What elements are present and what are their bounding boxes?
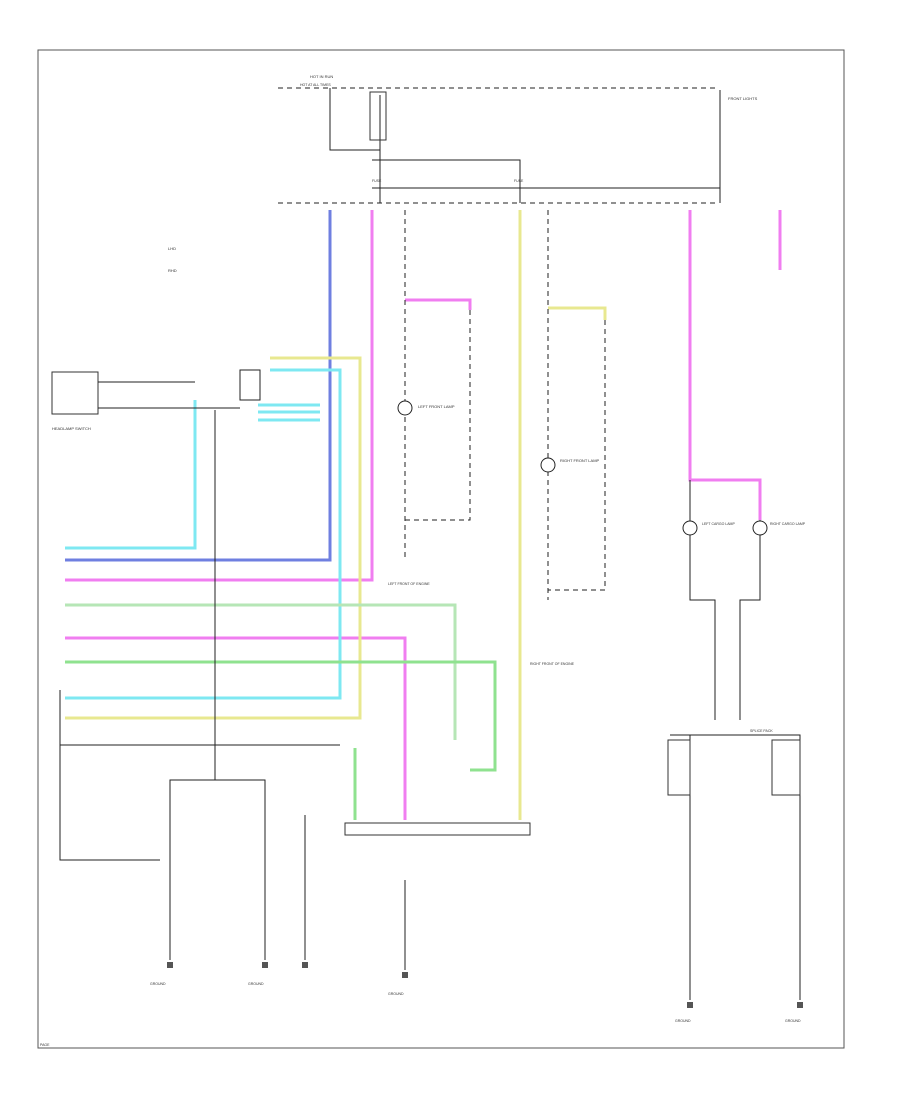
fuse-block-lines	[329, 88, 721, 203]
left-note-1: LHD	[168, 246, 176, 251]
right-lamp-bulb	[540, 457, 556, 473]
black-wire-cargo	[689, 480, 761, 720]
right-cargo-bulb	[752, 520, 768, 536]
cyan-wire-left	[65, 400, 197, 550]
pink-wire-left	[65, 210, 374, 582]
center-connector-label: LEFT FRONT OF ENGINE	[388, 582, 430, 586]
ground-a-label: GROUND	[150, 982, 166, 986]
right-connector-label: RIGHT FRONT OF ENGINE	[530, 662, 575, 666]
yellow-wire-lamp	[548, 306, 607, 320]
ground-b-label: GROUND	[248, 982, 264, 986]
ground-c-label: GROUND	[388, 992, 404, 996]
pink-wire-right	[688, 210, 782, 520]
left-note-2: RHD	[168, 268, 177, 273]
left-module-label: HEADLAMP SWITCH	[52, 426, 91, 431]
black-wire-right-lamp-2	[548, 320, 606, 591]
right-lamp-label: RIGHT FRONT LAMP	[560, 458, 600, 463]
light-green-wire	[65, 603, 457, 740]
yellow-wire-left	[65, 356, 362, 720]
fuse-a-label: FUSE	[372, 179, 382, 183]
top-right-note: FRONT LIGHTS	[728, 96, 758, 101]
pink-wire-lower	[65, 636, 407, 820]
black-wire-left-2	[215, 779, 266, 960]
cyan-wire-stubs	[258, 403, 320, 422]
left-cargo-label: LEFT CARGO LAMP	[702, 522, 735, 526]
splice-pack-label: SPLICE PACK	[750, 729, 773, 733]
footer-label: PAGE	[40, 1043, 50, 1047]
ground-e-label: GROUND	[785, 1019, 801, 1023]
left-lamp-bulb	[397, 400, 413, 416]
fuse-b-label: FUSE	[514, 179, 524, 183]
black-wire-left-lamp-2	[405, 310, 471, 521]
blue-wire	[65, 210, 332, 562]
splice-box-right	[771, 739, 801, 796]
black-wire-bottom-left	[59, 690, 340, 861]
cyan-wire-long	[65, 368, 342, 700]
connector-bar	[344, 822, 531, 836]
splice-box-left	[667, 739, 691, 796]
diagram-frame	[37, 49, 845, 1049]
relay-box	[369, 91, 387, 141]
pink-wire-lamp	[405, 298, 472, 310]
green-wire	[65, 660, 497, 772]
ground-symbols	[167, 962, 803, 1008]
top-fuse-label: HOT IN RUN	[310, 74, 333, 79]
module-wires	[98, 369, 261, 409]
left-module-box	[51, 371, 99, 415]
ground-d-label: GROUND	[675, 1019, 691, 1023]
left-cargo-bulb	[682, 520, 698, 536]
black-wire-left	[169, 410, 216, 960]
right-cargo-label: RIGHT CARGO LAMP	[770, 522, 806, 526]
left-lamp-label: LEFT FRONT LAMP	[418, 404, 455, 409]
hot-at-all-label: HOT AT ALL TIMES	[300, 83, 331, 87]
